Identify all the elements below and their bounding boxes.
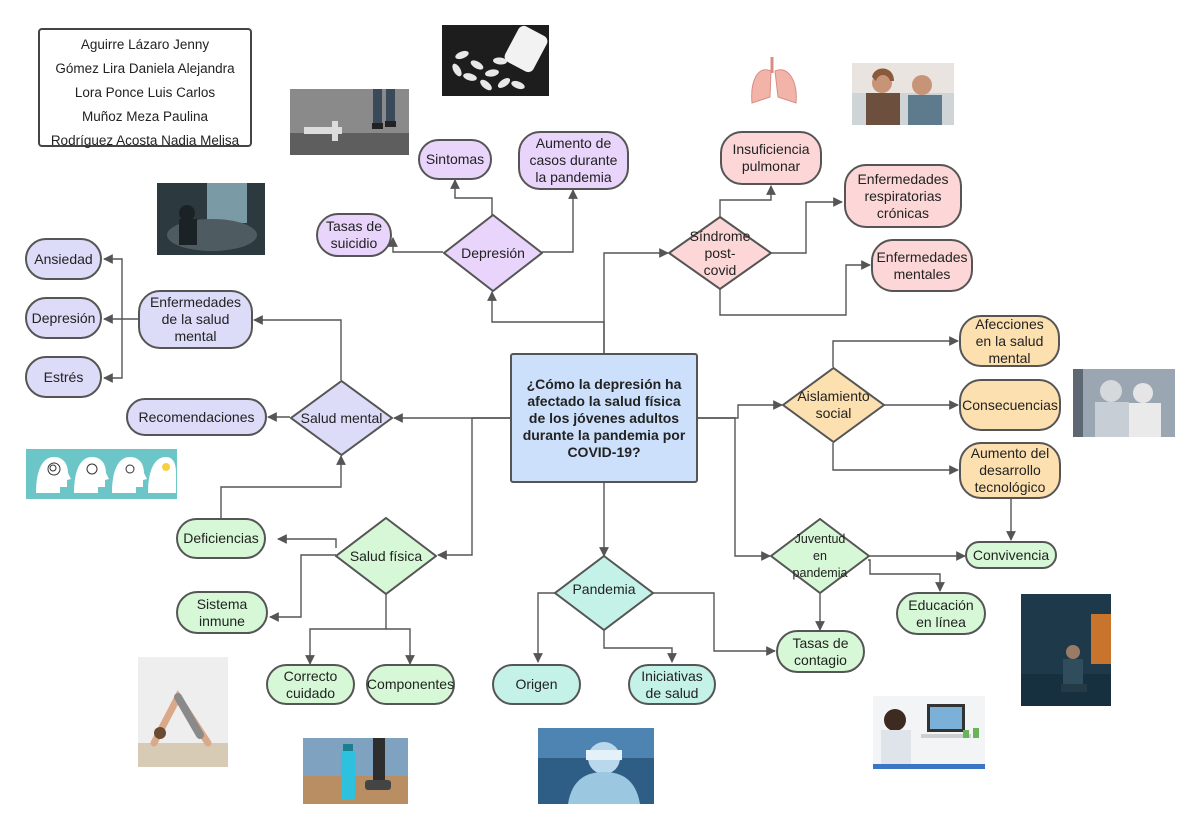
sindrome-label: Síndrome post-covid (689, 227, 751, 278)
patient-photo (852, 63, 954, 125)
aislamiento-diamond[interactable]: Aislamiento social (782, 367, 885, 443)
recomendaciones-node[interactable]: Recomendaciones (126, 398, 267, 436)
author-name: Rodríguez Acosta Nadia Melisa (50, 133, 240, 148)
convivencia-node[interactable]: Convivencia (965, 541, 1057, 569)
isolated-man-photo (1021, 594, 1111, 706)
insuficiencia-pulmonar-node[interactable]: Insuficiencia pulmonar (720, 131, 822, 185)
afecciones-salud-mental-node[interactable]: Afecciones en la salud mental (959, 315, 1060, 367)
aumento-desarrollo-node[interactable]: Aumento del desarrollo tecnológico (959, 442, 1061, 499)
runner-bottle-photo (303, 738, 408, 804)
bedroom-photo (157, 183, 265, 255)
estres-node[interactable]: Estrés (25, 356, 102, 398)
depresion-diamond[interactable]: Depresión (443, 214, 543, 292)
thinking-heads-photo (26, 449, 177, 499)
depresion-leaf-node[interactable]: Depresión (25, 297, 102, 339)
juventud-diamond[interactable]: Juventud en pandemia (770, 518, 870, 594)
correcto-cuidado-node[interactable]: Correcto cuidado (266, 664, 355, 705)
lab-worker-photo (538, 728, 654, 804)
author-name: Lora Ponce Luis Carlos (74, 85, 216, 100)
salud-fisica-diamond[interactable]: Salud física (335, 517, 437, 595)
aislamiento-label: Aislamiento social (797, 388, 870, 421)
componentes-node[interactable]: Componentes (366, 664, 455, 705)
aumento-casos-node[interactable]: Aumento de casos durante la pandemia (518, 131, 629, 190)
educacion-linea-node[interactable]: Educación en línea (896, 592, 986, 635)
chair-photo (290, 89, 409, 155)
pills-photo (442, 25, 549, 96)
lungs-photo (744, 51, 806, 111)
sindrome-diamond[interactable]: Síndrome post-covid (668, 216, 772, 290)
yoga-photo (138, 657, 228, 767)
author-name: Aguirre Lázaro Jenny (80, 37, 210, 52)
iniciativas-salud-node[interactable]: Iniciativas de salud (628, 664, 716, 705)
author-name: Muñoz Meza Paulina (81, 109, 209, 124)
author-name: Gómez Lira Daniela Alejandra (55, 61, 235, 76)
tasas-contagio-node[interactable]: Tasas de contagio (776, 630, 865, 673)
online-class-photo (873, 696, 985, 769)
authors-box: Aguirre Lázaro Jenny Gómez Lira Daniela … (38, 28, 252, 148)
pandemia-diamond[interactable]: Pandemia (554, 555, 654, 631)
salud-fisica-label: Salud física (349, 547, 423, 564)
origen-node[interactable]: Origen (492, 664, 581, 705)
tasas-suicidio-node[interactable]: Tasas de suicidio (316, 213, 392, 257)
pandemia-label: Pandemia (572, 580, 636, 597)
central-question-node[interactable]: ¿Cómo la depresión ha afectado la salud … (510, 353, 698, 483)
hug-photo (1073, 369, 1175, 437)
sistema-inmune-node[interactable]: Sistema inmune (176, 591, 268, 634)
enfermedades-respiratorias-node[interactable]: Enfermedades respiratorias crónicas (844, 164, 962, 228)
enfermedades-mentales-node[interactable]: Enfermedades mentales (871, 239, 973, 292)
ansiedad-node[interactable]: Ansiedad (25, 238, 102, 280)
juventud-label: Juventud en pandemia (792, 531, 848, 580)
salud-mental-diamond[interactable]: Salud mental (290, 380, 393, 456)
sintomas-node[interactable]: Sintomas (418, 139, 492, 180)
consecuencias-node[interactable]: Consecuencias (959, 379, 1061, 431)
salud-mental-label: Salud mental (300, 409, 383, 426)
depresion-label: Depresión (461, 244, 525, 261)
deficiencias-node[interactable]: Deficiencias (176, 518, 266, 559)
enfermedades-salud-mental-node[interactable]: Enfermedades de la salud mental (138, 290, 253, 349)
